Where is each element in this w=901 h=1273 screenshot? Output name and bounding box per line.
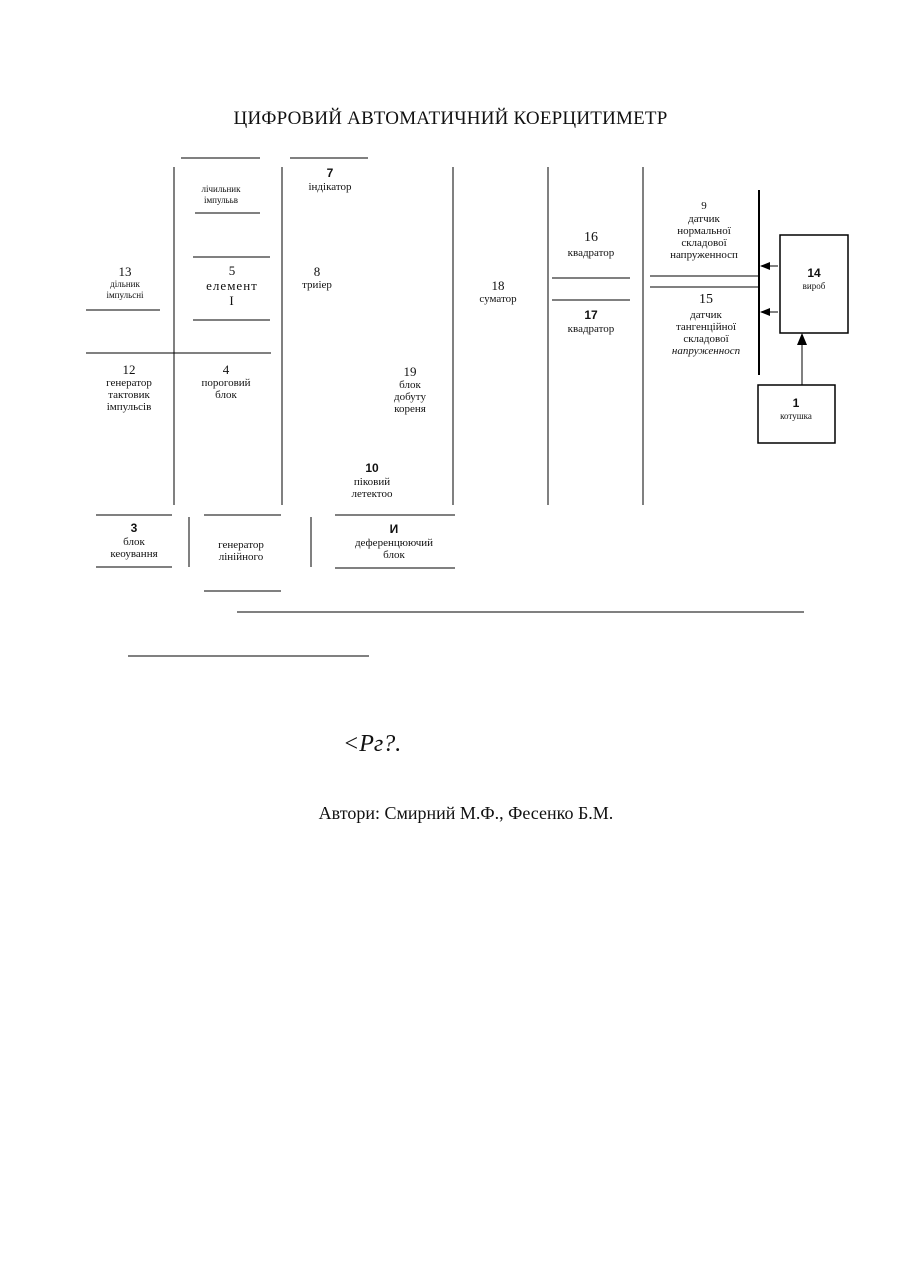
block-9-normal-sensor: 9 датчик нормальної складової напруженно…: [670, 200, 738, 261]
block-19-number: 19: [394, 364, 426, 379]
block-12-clock-generator: 12 генератор тактовик імпульсів: [106, 362, 152, 413]
block-12-text-3: імпульсів: [106, 401, 152, 413]
block-13-text-1: дільник: [106, 279, 143, 290]
block-15-text-3: складової: [672, 333, 740, 345]
block-16-number: 16: [568, 229, 615, 247]
block-2-text-2: лінійного: [218, 551, 264, 563]
block-1-number: 1: [780, 396, 812, 411]
block-6-counter: лічильник імпулььв: [202, 184, 241, 206]
block-18-number: 18: [479, 278, 516, 293]
block-18-text: суматор: [479, 293, 516, 305]
block-10-text-1: піковий: [352, 476, 393, 488]
block-6-text-2: імпулььв: [202, 195, 241, 206]
block-14-product: 14 вироб: [803, 266, 826, 292]
block-8-text: триіер: [302, 279, 332, 291]
block-17-squarer: 17 квадратор: [568, 308, 615, 335]
block-4-threshold: 4 пороговий блок: [201, 362, 250, 401]
block-16-squarer: 16 квадратор: [568, 229, 615, 259]
block-11-text-1: деференцюючий: [355, 537, 433, 549]
block-9-text-1: датчик: [670, 213, 738, 225]
block-6-text-1: лічильник: [202, 184, 241, 195]
block-3-number: 3: [110, 521, 157, 536]
block-13-text-2: імпульсні: [106, 290, 143, 301]
block-17-text: квадратор: [568, 323, 615, 335]
block-1-text: котушка: [780, 411, 812, 422]
block-14-number: 14: [803, 266, 826, 281]
block-14-text: вироб: [803, 281, 826, 292]
block-5-element: 5 елемент І: [206, 263, 258, 308]
block-2-text-1: генератор: [218, 539, 264, 551]
authors-line: Автори: Смирний М.Ф., Фесенко Б.М.: [0, 803, 901, 824]
block-8-trigger: 8 триіер: [302, 264, 332, 291]
block-9-number: 9: [670, 200, 738, 213]
block-19-text-1: блок: [394, 379, 426, 391]
arrow-head-coil: [797, 333, 807, 345]
block-19-text-2: добуту: [394, 391, 426, 403]
block-12-text-2: тактовик: [106, 389, 152, 401]
block-13-divider: 13 дільник імпульсні: [106, 264, 143, 301]
block-4-text-1: пороговий: [201, 377, 250, 389]
block-4-text-2: блок: [201, 389, 250, 401]
block-7-text: індікатор: [308, 181, 351, 193]
block-9-text-3: складової: [670, 237, 738, 249]
block-7-indicator: 7 індікатор: [308, 166, 351, 193]
block-11-text-2: блок: [355, 549, 433, 561]
block-13-number: 13: [106, 264, 143, 279]
block-11-number: И: [355, 522, 433, 537]
block-9-text-4: напруженносп: [670, 249, 738, 261]
block-8-number: 8: [302, 264, 332, 279]
block-10-peak-detector: 10 піковий летектоо: [352, 461, 393, 500]
block-1-coil: 1 котушка: [780, 396, 812, 422]
arrow-head-15: [760, 308, 770, 316]
block-15-text-2: тангенційної: [672, 321, 740, 333]
block-2-linear-generator: генератор лінійного: [218, 539, 264, 563]
block-9-text-2: нормальної: [670, 225, 738, 237]
block-12-text-1: генератор: [106, 377, 152, 389]
block-15-number: 15: [672, 291, 740, 309]
block-16-text: квадратор: [568, 247, 615, 259]
block-15-text-4: напруженносп: [672, 345, 740, 357]
block-5-text-2: І: [206, 293, 258, 308]
block-17-number: 17: [568, 308, 615, 323]
block-12-number: 12: [106, 362, 152, 377]
block-5-number: 5: [206, 263, 258, 278]
block-3-text-2: кеоування: [110, 548, 157, 560]
block-3-text-1: блок: [110, 536, 157, 548]
block-11-differentiator: И деференцюючий блок: [355, 522, 433, 561]
block-10-text-2: летектоо: [352, 488, 393, 500]
block-3-control: 3 блок кеоування: [110, 521, 157, 560]
block-7-number: 7: [308, 166, 351, 181]
block-19-text-3: кореня: [394, 403, 426, 415]
block-15-text-1: датчик: [672, 309, 740, 321]
arrow-head-9: [760, 262, 770, 270]
handwritten-mark: <Рг?.: [343, 731, 401, 758]
block-15-tangential-sensor: 15 датчик тангенційної складової напруже…: [672, 291, 740, 357]
block-4-number: 4: [201, 362, 250, 377]
block-10-number: 10: [352, 461, 393, 476]
block-5-text-1: елемент: [206, 278, 258, 293]
block-18-adder: 18 суматор: [479, 278, 516, 305]
block-19-root-extractor: 19 блок добуту кореня: [394, 364, 426, 415]
